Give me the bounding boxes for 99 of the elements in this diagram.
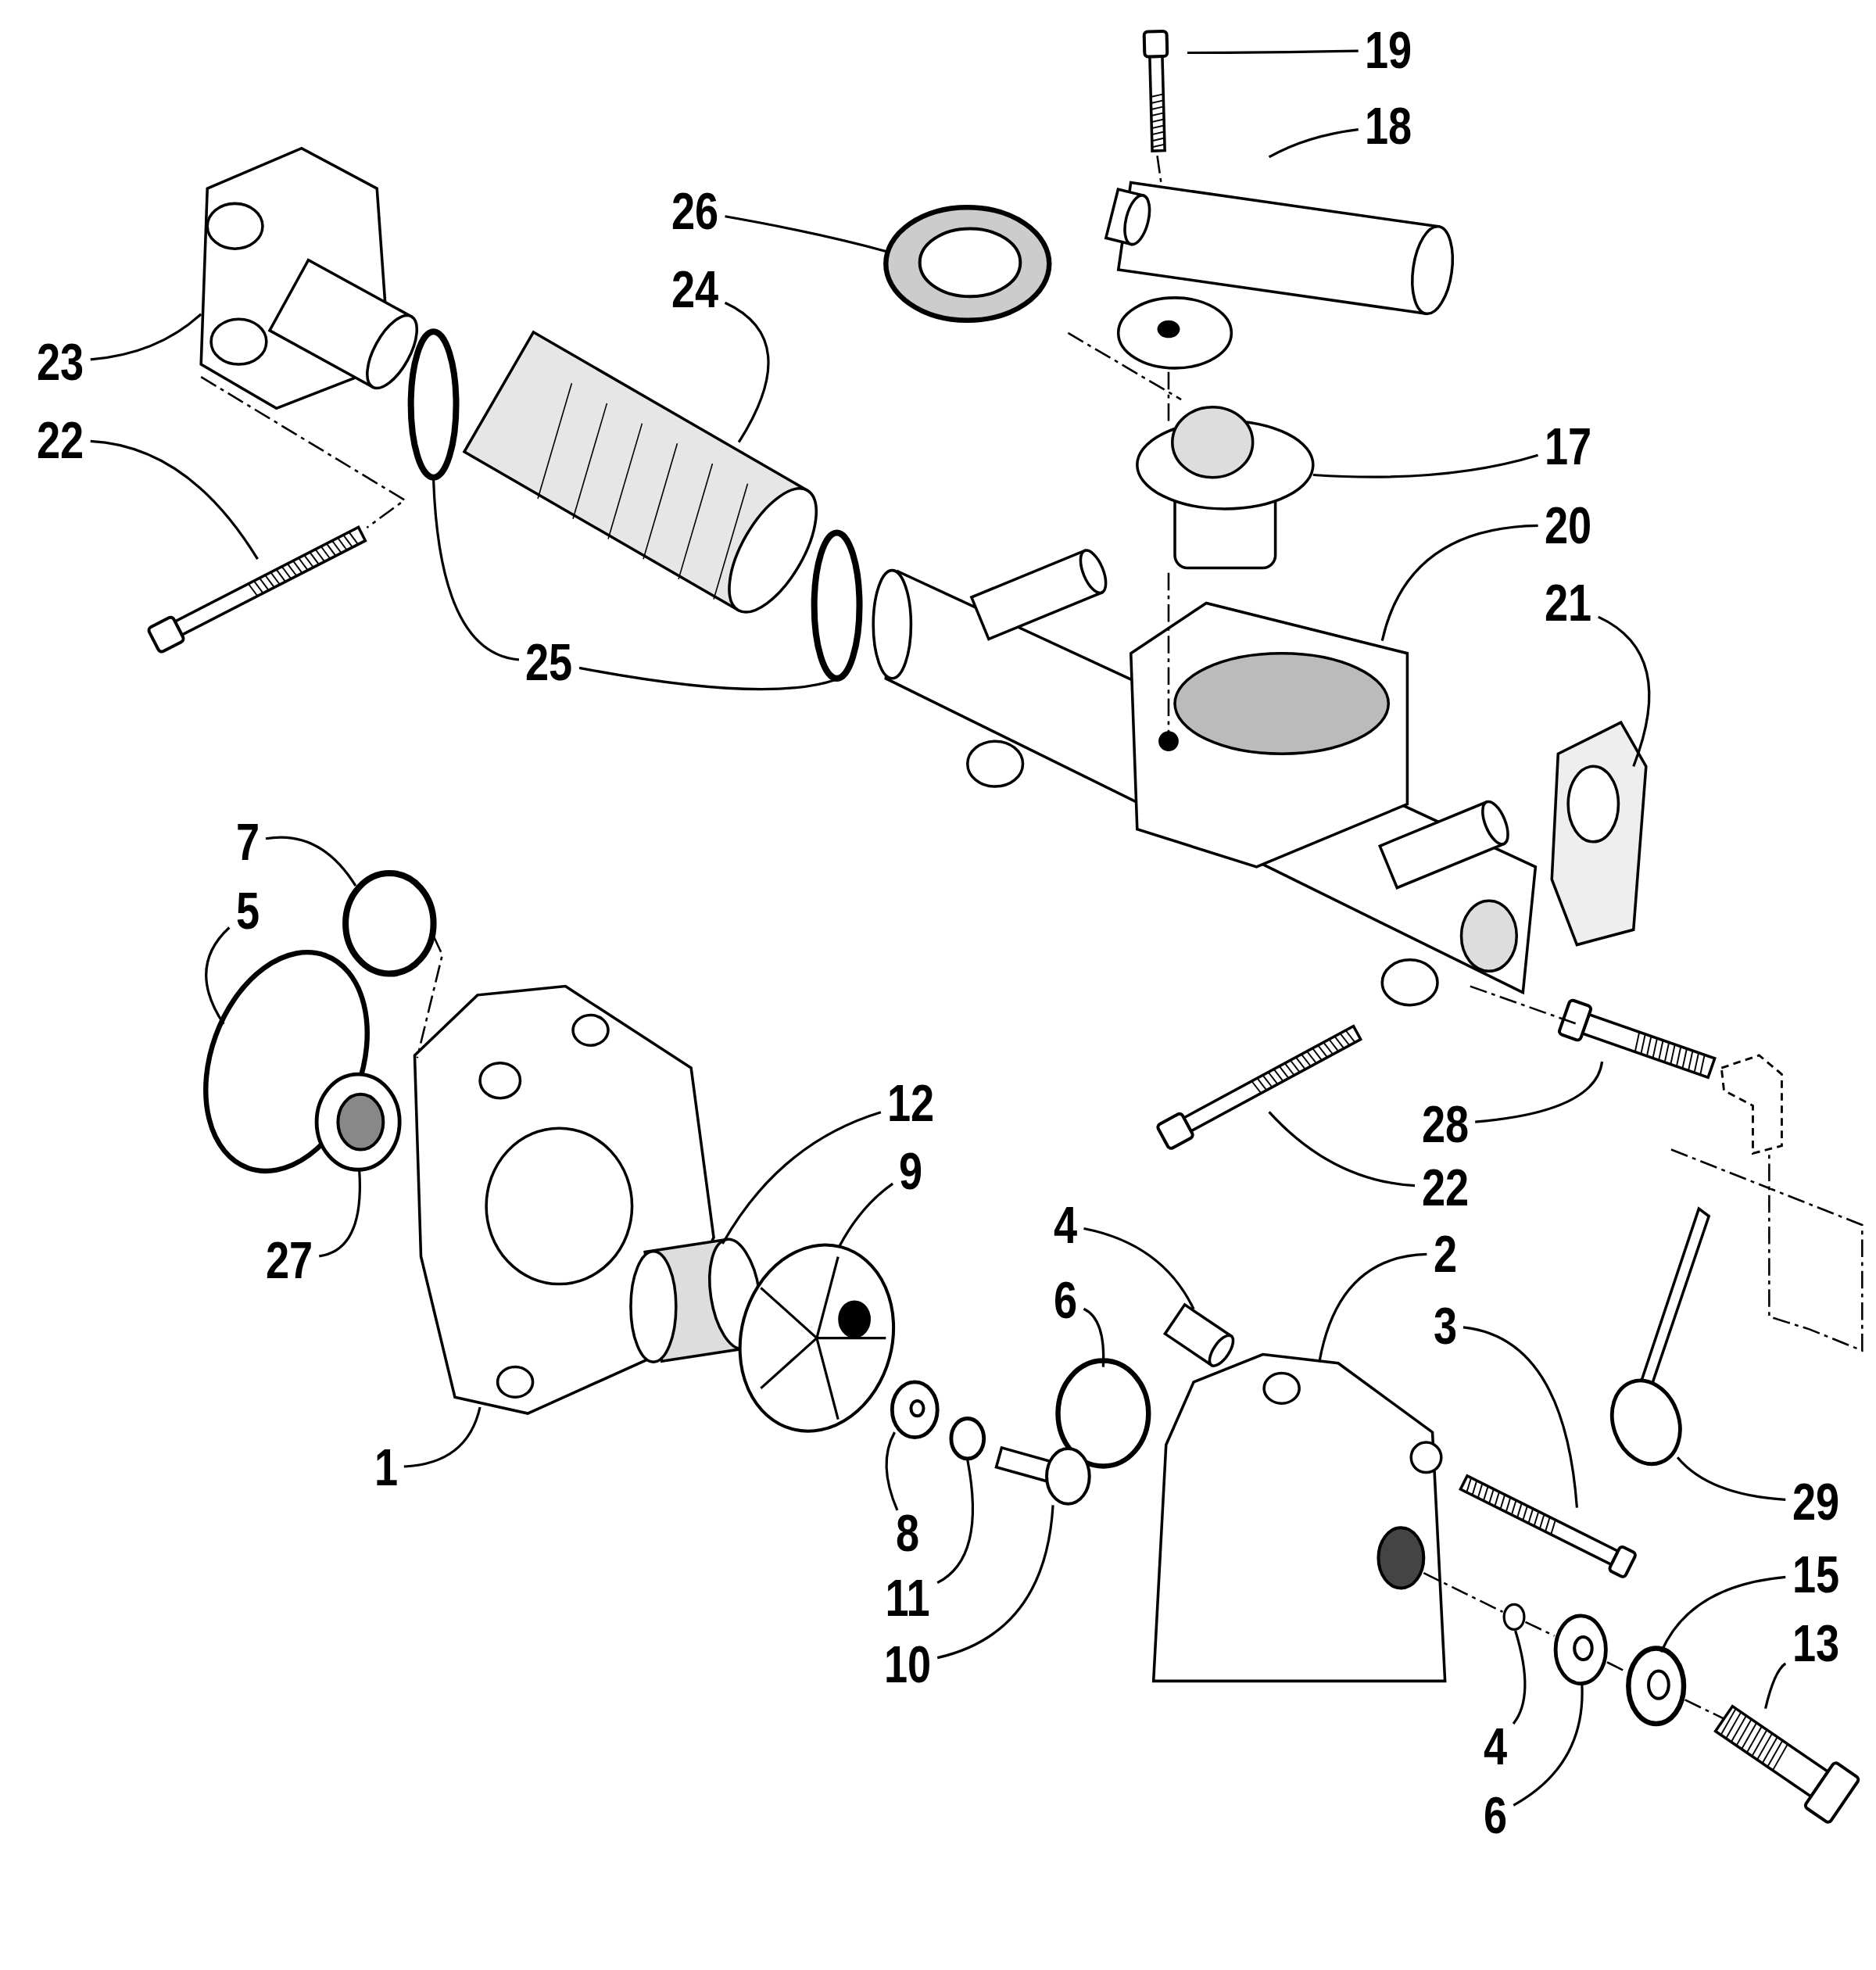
callout-number: 8 bbox=[895, 1506, 919, 1559]
leader-line bbox=[578, 666, 836, 691]
leader-line bbox=[318, 1170, 361, 1258]
callout-number: 6 bbox=[1483, 1789, 1507, 1842]
center-line bbox=[1167, 572, 1170, 734]
o-ring-drawing bbox=[1502, 1603, 1526, 1632]
leader-line bbox=[1187, 49, 1359, 55]
callout-number: 21 bbox=[1545, 577, 1592, 629]
callout-number: 19 bbox=[1365, 24, 1412, 77]
callout-number: 6 bbox=[1054, 1274, 1078, 1327]
callout-number: 2 bbox=[1433, 1227, 1457, 1280]
callout-number: 7 bbox=[235, 815, 260, 868]
bolt-drawing bbox=[1142, 29, 1169, 152]
center-line bbox=[1423, 1572, 1504, 1614]
callout-number: 23 bbox=[37, 335, 84, 388]
callout-number: 25 bbox=[525, 636, 573, 688]
washer-drawing bbox=[1626, 1646, 1687, 1727]
leader-line bbox=[1512, 1630, 1527, 1725]
gasket-drawing bbox=[1550, 720, 1648, 947]
leader-line bbox=[1268, 127, 1359, 159]
callout-number: 18 bbox=[1365, 99, 1412, 152]
callout-number: 10 bbox=[883, 1639, 931, 1691]
callout-number: 1 bbox=[374, 1442, 398, 1494]
washer-drawing bbox=[1553, 1614, 1608, 1685]
callout-number: 15 bbox=[1792, 1548, 1839, 1600]
callout-number: 17 bbox=[1545, 420, 1592, 472]
leader-line bbox=[432, 479, 520, 661]
callout-number: 22 bbox=[1421, 1161, 1469, 1213]
callout-number: 12 bbox=[887, 1077, 935, 1130]
center-line bbox=[1067, 331, 1182, 401]
callout-number: 27 bbox=[265, 1234, 313, 1286]
bearing-drawing bbox=[314, 1072, 402, 1172]
callout-number: 5 bbox=[235, 885, 260, 937]
leader-line bbox=[885, 1431, 899, 1511]
washer-drawing bbox=[890, 1380, 940, 1439]
leader-line bbox=[403, 1406, 482, 1468]
thermostat-drawing bbox=[1136, 405, 1315, 570]
leader-line bbox=[1083, 1307, 1105, 1367]
leader-line bbox=[1380, 524, 1538, 642]
screw-drawing bbox=[1459, 1474, 1638, 1580]
cable-tie-drawing bbox=[1610, 1206, 1711, 1466]
leader-line bbox=[1659, 1575, 1786, 1653]
callout-number: 3 bbox=[1433, 1299, 1457, 1352]
callout-number: 9 bbox=[899, 1144, 923, 1197]
callout-number: 11 bbox=[885, 1572, 930, 1624]
impeller-drawing bbox=[738, 1243, 895, 1433]
leader-line bbox=[1312, 453, 1539, 478]
washer-drawing bbox=[949, 1417, 986, 1461]
leader-line bbox=[90, 439, 259, 561]
leader-line bbox=[1676, 1456, 1786, 1501]
callout-number: 22 bbox=[37, 414, 84, 466]
leader-line bbox=[725, 215, 886, 253]
leader-line bbox=[265, 836, 357, 886]
leader-line bbox=[936, 1505, 1054, 1660]
leader-line bbox=[1318, 1252, 1427, 1363]
callout-number: 28 bbox=[1421, 1098, 1469, 1151]
o-ring-drawing bbox=[342, 869, 437, 977]
temperature-sensor-drawing bbox=[1556, 998, 1717, 1080]
center-line bbox=[200, 376, 406, 529]
leader-line bbox=[721, 1111, 882, 1245]
callout-number: 4 bbox=[1054, 1198, 1078, 1251]
bolt-drawing bbox=[994, 1445, 1091, 1506]
leader-line bbox=[1764, 1662, 1787, 1710]
seal-ring-drawing bbox=[883, 204, 1052, 324]
leader-line bbox=[838, 1182, 894, 1248]
leader-line bbox=[205, 926, 231, 1025]
pump-cover-drawing bbox=[1151, 1352, 1447, 1683]
callout-number: 29 bbox=[1792, 1475, 1839, 1528]
o-ring-drawing bbox=[1055, 1358, 1151, 1469]
leader-line bbox=[1268, 1111, 1416, 1187]
callout-number: 26 bbox=[671, 185, 719, 237]
bolt-drawing bbox=[145, 525, 367, 655]
callout-number: 13 bbox=[1792, 1617, 1839, 1670]
leader-line bbox=[1083, 1227, 1195, 1310]
center-line bbox=[1470, 985, 1577, 1026]
bolt-drawing bbox=[1155, 1024, 1363, 1152]
hose-clamp-drawing bbox=[811, 529, 863, 682]
hose-drawing bbox=[462, 330, 818, 614]
water-pump-housing-drawing bbox=[413, 984, 715, 1415]
pump-housing-drawing bbox=[872, 549, 1538, 1007]
center-line bbox=[1684, 1699, 1725, 1720]
leader-line bbox=[90, 313, 202, 361]
leader-line bbox=[724, 301, 770, 443]
center-line bbox=[1524, 1621, 1556, 1637]
elbow-housing-drawing bbox=[1104, 181, 1455, 370]
center-line bbox=[1167, 371, 1170, 422]
drain-plug-drawing bbox=[1713, 1704, 1862, 1825]
leader-line bbox=[1475, 1061, 1604, 1123]
callout-number: 4 bbox=[1483, 1720, 1507, 1772]
center-line bbox=[1156, 156, 1162, 183]
leader-line bbox=[1598, 615, 1651, 767]
leader-line bbox=[1462, 1326, 1578, 1508]
hose-fitting-drawing bbox=[199, 146, 418, 410]
callout-number: 24 bbox=[671, 263, 719, 315]
callout-number: 20 bbox=[1545, 499, 1592, 551]
center-line bbox=[416, 935, 444, 1058]
hose-clamp-drawing bbox=[407, 328, 460, 481]
leader-line bbox=[1513, 1685, 1584, 1807]
leader-line bbox=[936, 1460, 974, 1585]
